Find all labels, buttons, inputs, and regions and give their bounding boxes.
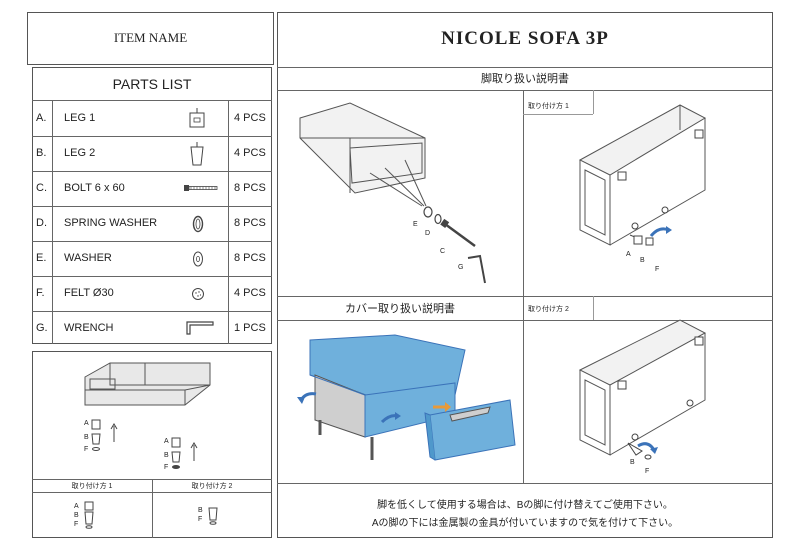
step2-label-f: F [645, 468, 650, 475]
step-1-arrow-icon [649, 226, 672, 237]
part-letter-f: F. [36, 287, 45, 299]
part-qty-f: 4 PCS [234, 287, 266, 299]
note-line-1: 脚を低くして使用する場合は、Bの脚に付け替えてご使用下さい。 [377, 500, 673, 511]
diagram-label-d: D [425, 230, 431, 237]
wrench-icon [186, 321, 214, 335]
step1-label-f: F [655, 266, 660, 273]
part-name-a: LEG 1 [64, 112, 96, 124]
part-letter-a: A. [36, 112, 47, 124]
right-panel [277, 12, 773, 538]
part-name-c: BOLT 6 x 60 [64, 182, 125, 194]
item-name-label: ITEM NAME [113, 30, 188, 45]
up-arrow-icon-1 [110, 423, 118, 442]
parts-list-title: PARTS LIST [112, 76, 192, 92]
cover-removal-diagram [309, 334, 516, 461]
diagram-label-e: E [413, 221, 418, 228]
step-2-leg-attachment-diagram [578, 319, 707, 460]
part-qty-e: 8 PCS [234, 252, 266, 264]
step-2-label: 取り付け方 2 [528, 306, 569, 313]
part-qty-a: 4 PCS [234, 112, 266, 124]
caption1-label-b: B [74, 512, 79, 519]
overview-label-a-1: A [84, 420, 89, 427]
parts-list-table [32, 67, 272, 344]
cover-arrow-orange-icon [433, 402, 451, 412]
washer-icon [193, 251, 203, 267]
part-letter-c: C. [36, 182, 47, 194]
overview-label-a-2: A [164, 438, 169, 445]
leg-stack-icon-1 [91, 419, 101, 451]
note-line-2: Aの脚の下には金属製の金具が付いていますので気を付けて下さい。 [371, 518, 679, 529]
overview-label-b-1: B [84, 434, 89, 441]
step1-label-b: B [640, 257, 645, 264]
leg-2-icon [190, 142, 204, 166]
step-2-arrow-icon [637, 442, 658, 454]
part-letter-d: D. [36, 217, 47, 229]
cover-instructions-title: カバー取り扱い説明書 [345, 303, 455, 315]
product-title: NICOLE SOFA 3P [441, 28, 609, 49]
leg-stack-icon-2 [171, 437, 181, 469]
item-name-box [27, 12, 274, 65]
exploded-bolt-diagram [299, 102, 486, 284]
cover-arrow-left-icon [297, 392, 317, 404]
part-name-e: WASHER [64, 252, 112, 264]
part-qty-g: 1 PCS [234, 322, 266, 334]
up-arrow-icon-2 [190, 442, 198, 461]
part-name-f: FELT Ø30 [64, 287, 114, 299]
leg-instructions-title: 脚取り扱い説明書 [481, 73, 569, 85]
diagram-label-c: C [440, 248, 446, 255]
overview-label-b-2: B [164, 452, 169, 459]
part-qty-b: 4 PCS [234, 147, 266, 159]
felt-icon [192, 288, 204, 300]
leg-b-stack-icon [208, 507, 218, 525]
part-name-d: SPRING WASHER [64, 217, 158, 229]
sofa-overview-illustration [84, 362, 211, 406]
step-1-label: 取り付け方 1 [528, 103, 569, 110]
cover-arrow-right-icon [380, 412, 401, 424]
step-1-leg-attachment-diagram [578, 104, 707, 246]
part-letter-e: E. [36, 252, 47, 264]
left-caption-step-2: 取り付け方 2 [191, 483, 233, 490]
overview-label-f-2: F [164, 464, 169, 471]
caption2-label-b: B [198, 507, 203, 514]
leg-a-b-stack-icon [84, 501, 94, 529]
bolt-icon [184, 185, 218, 191]
spring-washer-icon [192, 215, 204, 233]
leg-1-icon [189, 108, 205, 128]
part-qty-c: 8 PCS [234, 182, 266, 194]
part-name-b: LEG 2 [64, 147, 96, 159]
part-letter-g: G. [36, 322, 48, 334]
part-name-g: WRENCH [64, 322, 114, 334]
caption1-label-a: A [74, 503, 79, 510]
caption2-label-f: F [198, 516, 203, 523]
caption1-label-f: F [74, 521, 79, 528]
step2-label-b: B [630, 459, 635, 466]
left-caption-step-1: 取り付け方 1 [71, 483, 113, 490]
part-qty-d: 8 PCS [234, 217, 266, 229]
overview-label-f-1: F [84, 446, 89, 453]
step1-label-a: A [626, 251, 631, 258]
diagram-label-g: G [458, 264, 464, 271]
part-letter-b: B. [36, 147, 47, 159]
